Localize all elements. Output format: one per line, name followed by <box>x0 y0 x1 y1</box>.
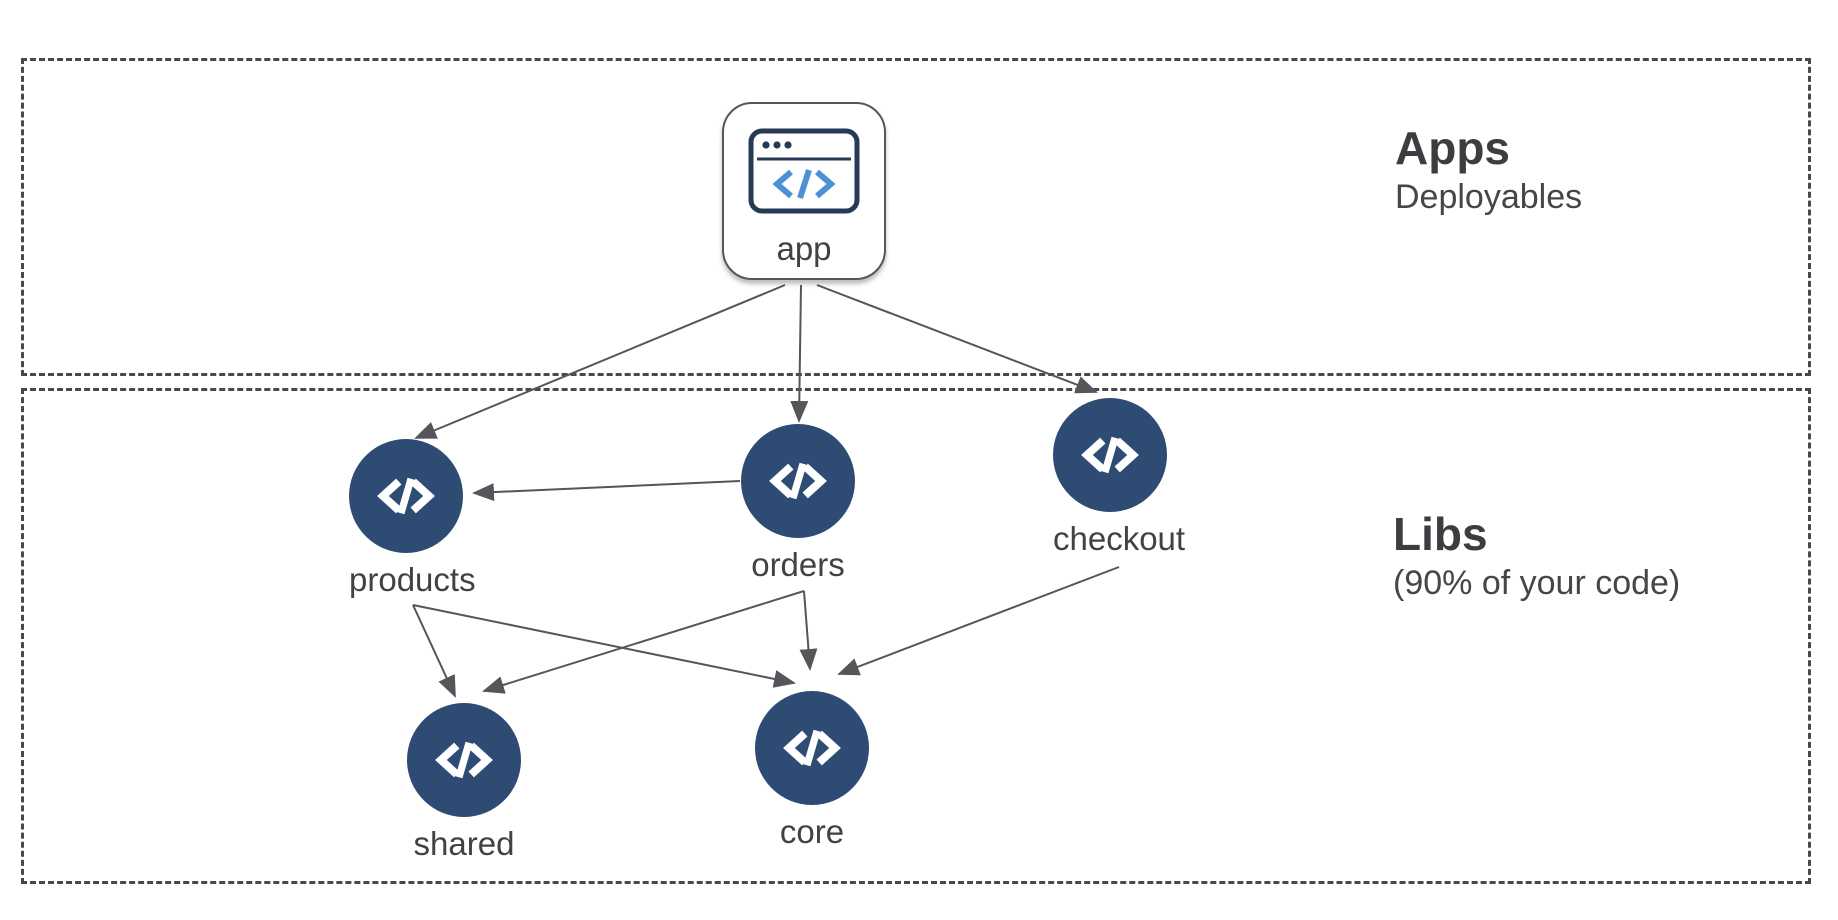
apps-title: Apps <box>1395 122 1510 174</box>
libs-title: Libs <box>1393 508 1488 560</box>
libs-section-box <box>21 388 1811 884</box>
apps-subtitle: Deployables <box>1395 177 1583 216</box>
node-label: core <box>779 813 845 850</box>
apps-section-box <box>21 58 1811 376</box>
node-checkout: checkout <box>1053 398 1185 558</box>
edge-checkout-core <box>837 566 1120 676</box>
node-products: products <box>349 439 476 599</box>
node-label: app <box>776 230 832 267</box>
node-shared: shared <box>407 703 521 863</box>
code-icon <box>1053 398 1167 512</box>
code-icon <box>349 439 463 553</box>
edge-app-products <box>414 284 786 439</box>
node-orders: orders <box>741 424 855 584</box>
browser-window-icon <box>748 128 860 214</box>
node-label: shared <box>413 825 515 862</box>
code-icon <box>741 424 855 538</box>
node-label: products <box>349 561 476 598</box>
code-icon <box>407 703 521 817</box>
edge-orders-products <box>472 480 741 502</box>
edge-orders-core <box>799 590 818 671</box>
edge-products-shared <box>412 604 456 698</box>
edge-orders-shared <box>482 590 805 694</box>
edge-app-orders <box>790 284 809 423</box>
apps-section-label: Apps Deployables <box>1395 122 1582 219</box>
libs-subtitle: (90% of your code) <box>1393 563 1681 602</box>
edge-products-core <box>412 604 796 688</box>
libs-section-label: Libs (90% of your code) <box>1393 508 1680 605</box>
code-icon <box>755 691 869 805</box>
node-core: core <box>755 691 869 851</box>
node-app: app <box>722 102 886 280</box>
node-label: orders <box>751 546 845 583</box>
edge-app-checkout <box>816 284 1098 394</box>
node-label: checkout <box>1053 520 1186 557</box>
